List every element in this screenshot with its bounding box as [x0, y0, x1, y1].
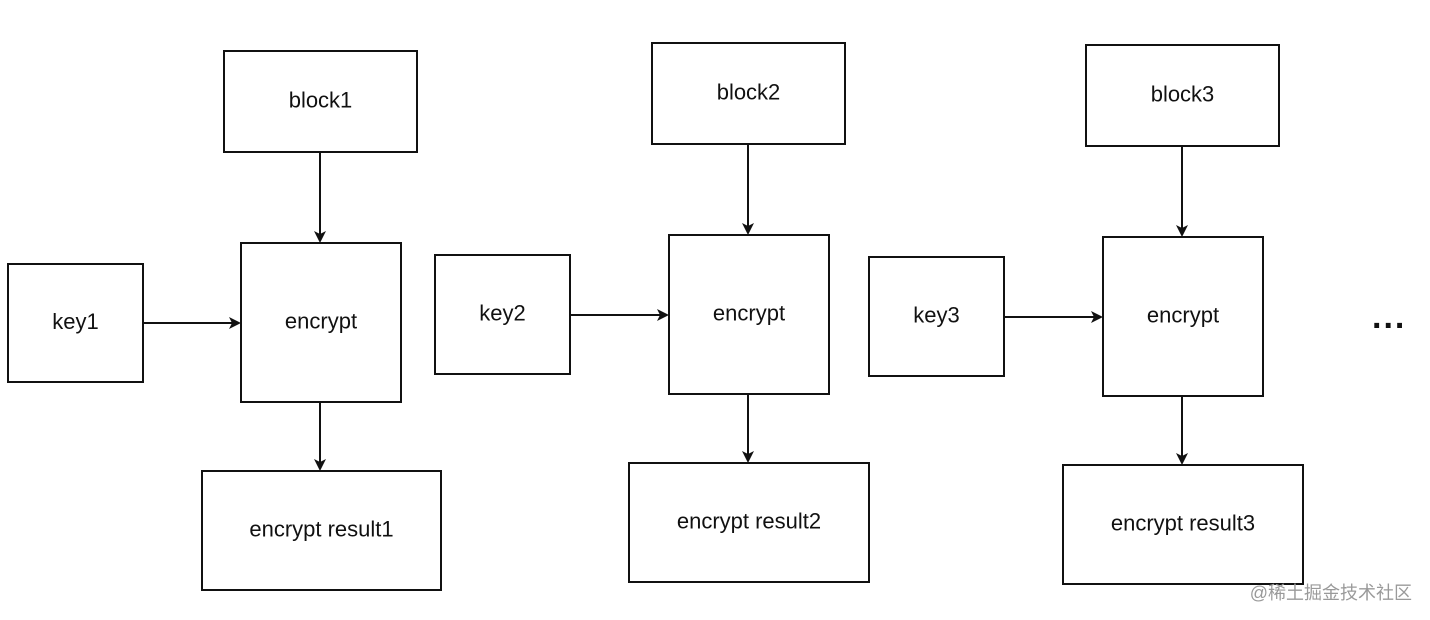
- block-node-1: block1: [223, 50, 418, 153]
- block-label-1: block1: [289, 87, 353, 112]
- result-label-3: encrypt result3: [1111, 510, 1255, 535]
- stage-1: block1 key1 encrypt encrypt result1: [7, 50, 442, 591]
- result-label-1: encrypt result1: [249, 516, 393, 541]
- result-node-1: encrypt result1: [201, 470, 442, 591]
- stage-2: block2 key2 encrypt encrypt result2: [434, 42, 870, 583]
- key-node-1: key1: [7, 263, 144, 383]
- encrypt-label-3: encrypt: [1147, 302, 1219, 327]
- continuation-ellipsis: ...: [1372, 298, 1407, 336]
- block-label-2: block2: [717, 79, 781, 104]
- encrypt-node-3: encrypt: [1102, 236, 1264, 397]
- key-node-2: key2: [434, 254, 571, 375]
- watermark: @稀土掘金技术社区: [1249, 583, 1412, 603]
- block-node-3: block3: [1085, 44, 1280, 147]
- encrypt-label-1: encrypt: [285, 308, 357, 333]
- key-node-3: key3: [868, 256, 1005, 377]
- key-label-1: key1: [52, 309, 98, 334]
- result-node-3: encrypt result3: [1062, 464, 1304, 585]
- encrypt-label-2: encrypt: [713, 300, 785, 325]
- encrypt-node-1: encrypt: [240, 242, 402, 403]
- key-label-2: key2: [479, 300, 525, 325]
- result-label-2: encrypt result2: [677, 508, 821, 533]
- result-node-2: encrypt result2: [628, 462, 870, 583]
- stage-3: block3 key3 encrypt encrypt result3: [868, 44, 1304, 585]
- block-node-2: block2: [651, 42, 846, 145]
- encrypt-node-2: encrypt: [668, 234, 830, 395]
- key-label-3: key3: [913, 302, 959, 327]
- block-label-3: block3: [1151, 81, 1215, 106]
